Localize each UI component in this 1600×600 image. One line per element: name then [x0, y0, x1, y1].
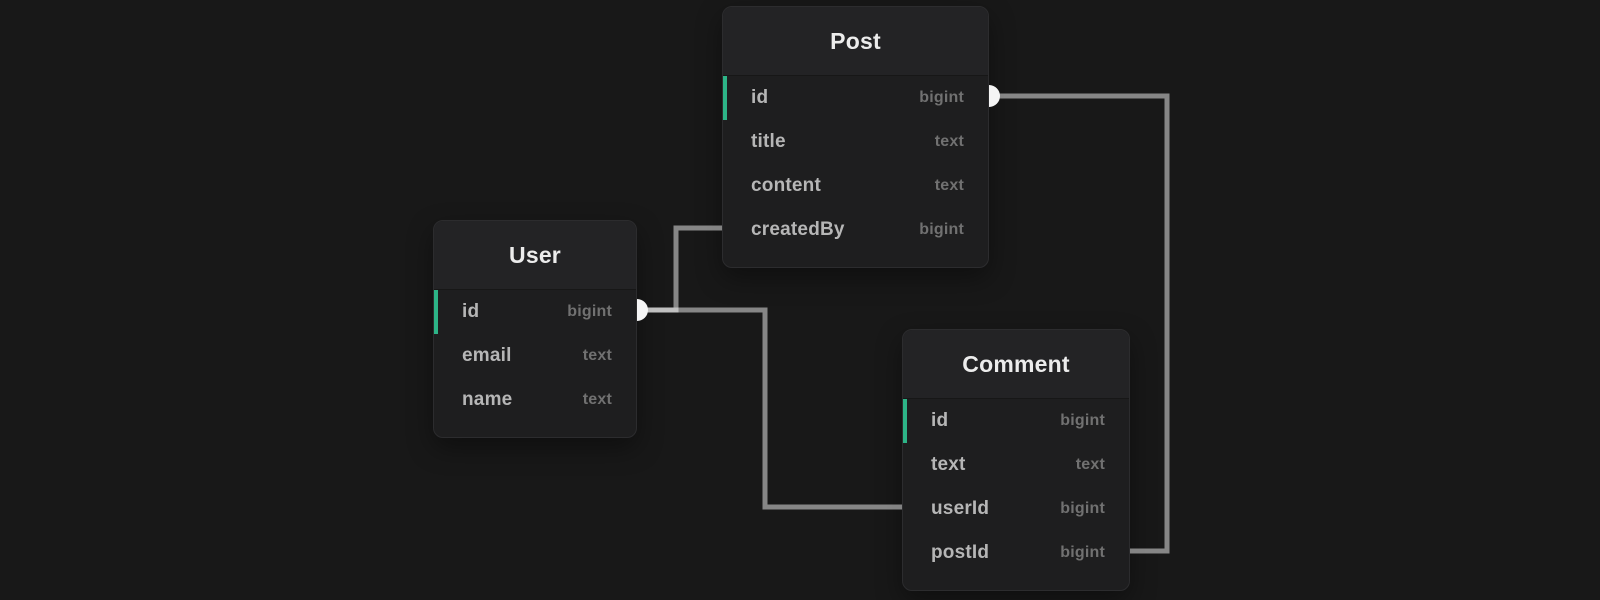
connector-port-user-id	[637, 299, 648, 321]
table-columns-post: id bigint title text content text create…	[723, 76, 988, 267]
primary-key-indicator	[434, 290, 438, 334]
column-name: createdBy	[751, 219, 845, 240]
table-card-user[interactable]: User id bigint email text name text	[433, 220, 637, 438]
column-type: text	[934, 177, 964, 194]
column-name: id	[462, 301, 480, 322]
table-row: postId bigint	[903, 531, 1129, 575]
table-title: User	[509, 241, 561, 268]
table-row: createdBy bigint	[723, 208, 988, 252]
table-row: email text	[434, 334, 636, 378]
table-row: content text	[723, 164, 988, 208]
table-columns-comment: id bigint text text userId bigint postId…	[903, 399, 1129, 590]
column-type: bigint	[1060, 412, 1105, 429]
table-header-comment[interactable]: Comment	[903, 330, 1129, 399]
primary-key-indicator	[903, 399, 907, 443]
table-row: id bigint	[723, 76, 988, 120]
primary-key-indicator	[723, 76, 727, 120]
relationship-user-comment	[637, 307, 902, 510]
table-card-comment[interactable]: Comment id bigint text text userId bigin…	[902, 329, 1130, 591]
column-name: id	[751, 87, 769, 108]
column-name: postId	[931, 542, 990, 563]
column-type: bigint	[1060, 500, 1105, 517]
relationship-user-post	[637, 225, 722, 313]
column-name: email	[462, 345, 512, 366]
connector-port-post-id	[989, 85, 1000, 107]
column-name: id	[931, 410, 949, 431]
table-header-user[interactable]: User	[434, 221, 636, 290]
column-type: text	[1075, 456, 1105, 473]
column-type: text	[582, 391, 612, 408]
column-type: text	[934, 133, 964, 150]
column-type: bigint	[567, 303, 612, 320]
column-type: bigint	[919, 89, 964, 106]
table-row: id bigint	[903, 399, 1129, 443]
column-name: content	[751, 175, 822, 196]
column-type: bigint	[919, 221, 964, 238]
column-name: userId	[931, 498, 990, 519]
table-row: name text	[434, 378, 636, 422]
table-columns-user: id bigint email text name text	[434, 290, 636, 437]
column-type: text	[582, 347, 612, 364]
table-row: userId bigint	[903, 487, 1129, 531]
column-name: name	[462, 389, 513, 410]
table-title: Post	[830, 27, 881, 54]
table-row: id bigint	[434, 290, 636, 334]
column-type: bigint	[1060, 544, 1105, 561]
column-name: text	[931, 454, 966, 475]
table-title: Comment	[962, 350, 1070, 377]
table-row: title text	[723, 120, 988, 164]
table-header-post[interactable]: Post	[723, 7, 988, 76]
table-row: text text	[903, 443, 1129, 487]
table-card-post[interactable]: Post id bigint title text content text c…	[722, 6, 989, 268]
column-name: title	[751, 131, 786, 152]
